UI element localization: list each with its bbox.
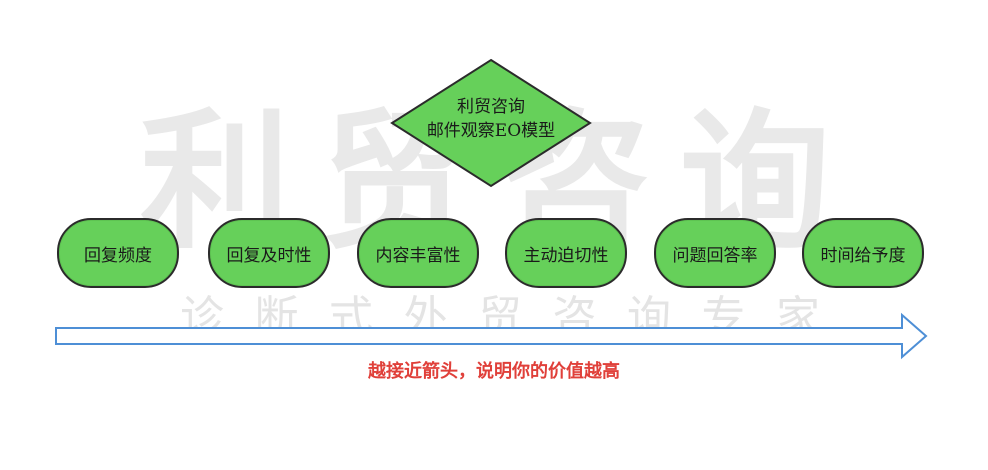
- metric-node-reply-timeliness: 回复及时性: [208, 218, 330, 288]
- metric-node-reply-frequency: 回复频度: [57, 218, 179, 288]
- metric-node-urgency: 主动迫切性: [505, 218, 627, 288]
- diamond-subtitle: 邮件观察EO模型: [426, 121, 556, 141]
- metric-node-time-given: 时间给予度: [802, 218, 924, 288]
- value-note: 越接近箭头，说明你的价值越高: [368, 361, 620, 382]
- diamond-shape: [390, 58, 592, 188]
- metric-node-content-richness: 内容丰富性: [357, 218, 479, 288]
- metric-node-answer-rate: 问题回答率: [654, 218, 776, 288]
- diamond-title: 利贸咨询: [457, 97, 525, 117]
- model-diamond: [390, 58, 592, 188]
- diamond-label: 利贸咨询 邮件观察EO模型: [390, 95, 592, 143]
- value-arrow: [55, 312, 928, 360]
- arrow-shape: [55, 312, 928, 360]
